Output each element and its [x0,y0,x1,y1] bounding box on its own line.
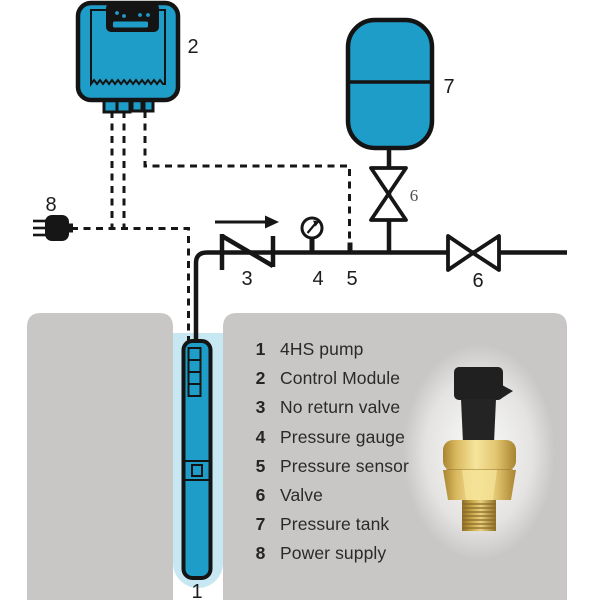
legend-label: Pressure tank [280,514,390,535]
pressure-gauge-icon [300,216,324,252]
check-valve-symbol [219,234,276,270]
legend-item-power-supply: 8 Power supply [253,539,409,568]
legend-num: 5 [255,455,266,476]
legend-item-pressure-gauge: 4 Pressure gauge [253,423,409,452]
label-power-supply: 8 [45,194,56,216]
sensor-connector-tab [502,385,513,398]
sensor-neck [461,399,496,443]
legend-num: 4 [255,426,266,447]
legend-item-pressure-tank: 7 Pressure tank [253,510,409,539]
legend-item-no-return-valve: 3 No return valve [253,393,409,422]
label-no-return-valve: 3 [241,268,252,290]
flow-arrow-icon [215,215,279,229]
label-pressure-tank: 7 [443,76,454,98]
legend-list: 1 4HS pump 2 Control Module 3 No return … [253,335,409,569]
legend-label: Control Module [280,368,401,389]
legend-item-pressure-sensor: 5 Pressure sensor [253,452,409,481]
legend-num: 8 [255,543,266,564]
legend-label: Valve [280,485,323,506]
legend-label: No return valve [280,397,401,418]
legend-item-control-module: 2 Control Module [253,364,409,393]
label-pressure-gauge: 4 [312,268,323,290]
legend-item-pump: 1 4HS pump [253,335,409,364]
legend-label: Pressure sensor [280,455,409,476]
pressure-sensor-photo [403,344,555,560]
control-module-shape [75,0,181,114]
legend-label: Pressure gauge [280,426,405,447]
pressure-tank-shape [345,17,435,151]
legend-num: 6 [255,485,266,506]
legend-label: 4HS pump [280,339,364,360]
legend-label: Power supply [280,543,387,564]
legend-num: 1 [255,339,266,360]
label-line-valve: 6 [472,270,483,292]
legend-num: 7 [255,514,266,535]
label-tank-valve: 6 [410,186,419,205]
callout-labels: 1 2 3 4 5 6 6 7 8 [45,36,483,600]
legend-num: 2 [255,368,266,389]
pump-shape [181,339,213,580]
sensor-brass-collar [443,440,516,471]
power-plug-icon [33,215,73,241]
cables-dashed [71,111,351,341]
line-valve-symbol [446,234,501,272]
label-control-module: 2 [187,36,198,58]
legend-item-valve: 6 Valve [253,481,409,510]
label-pump: 1 [191,581,202,600]
module-display-panel [106,3,159,32]
tank-valve-symbol [369,166,408,222]
legend-num: 3 [255,397,266,418]
label-pressure-sensor: 5 [346,268,357,290]
sensor-connector-cap [454,367,503,400]
module-inner-liner [90,9,166,87]
